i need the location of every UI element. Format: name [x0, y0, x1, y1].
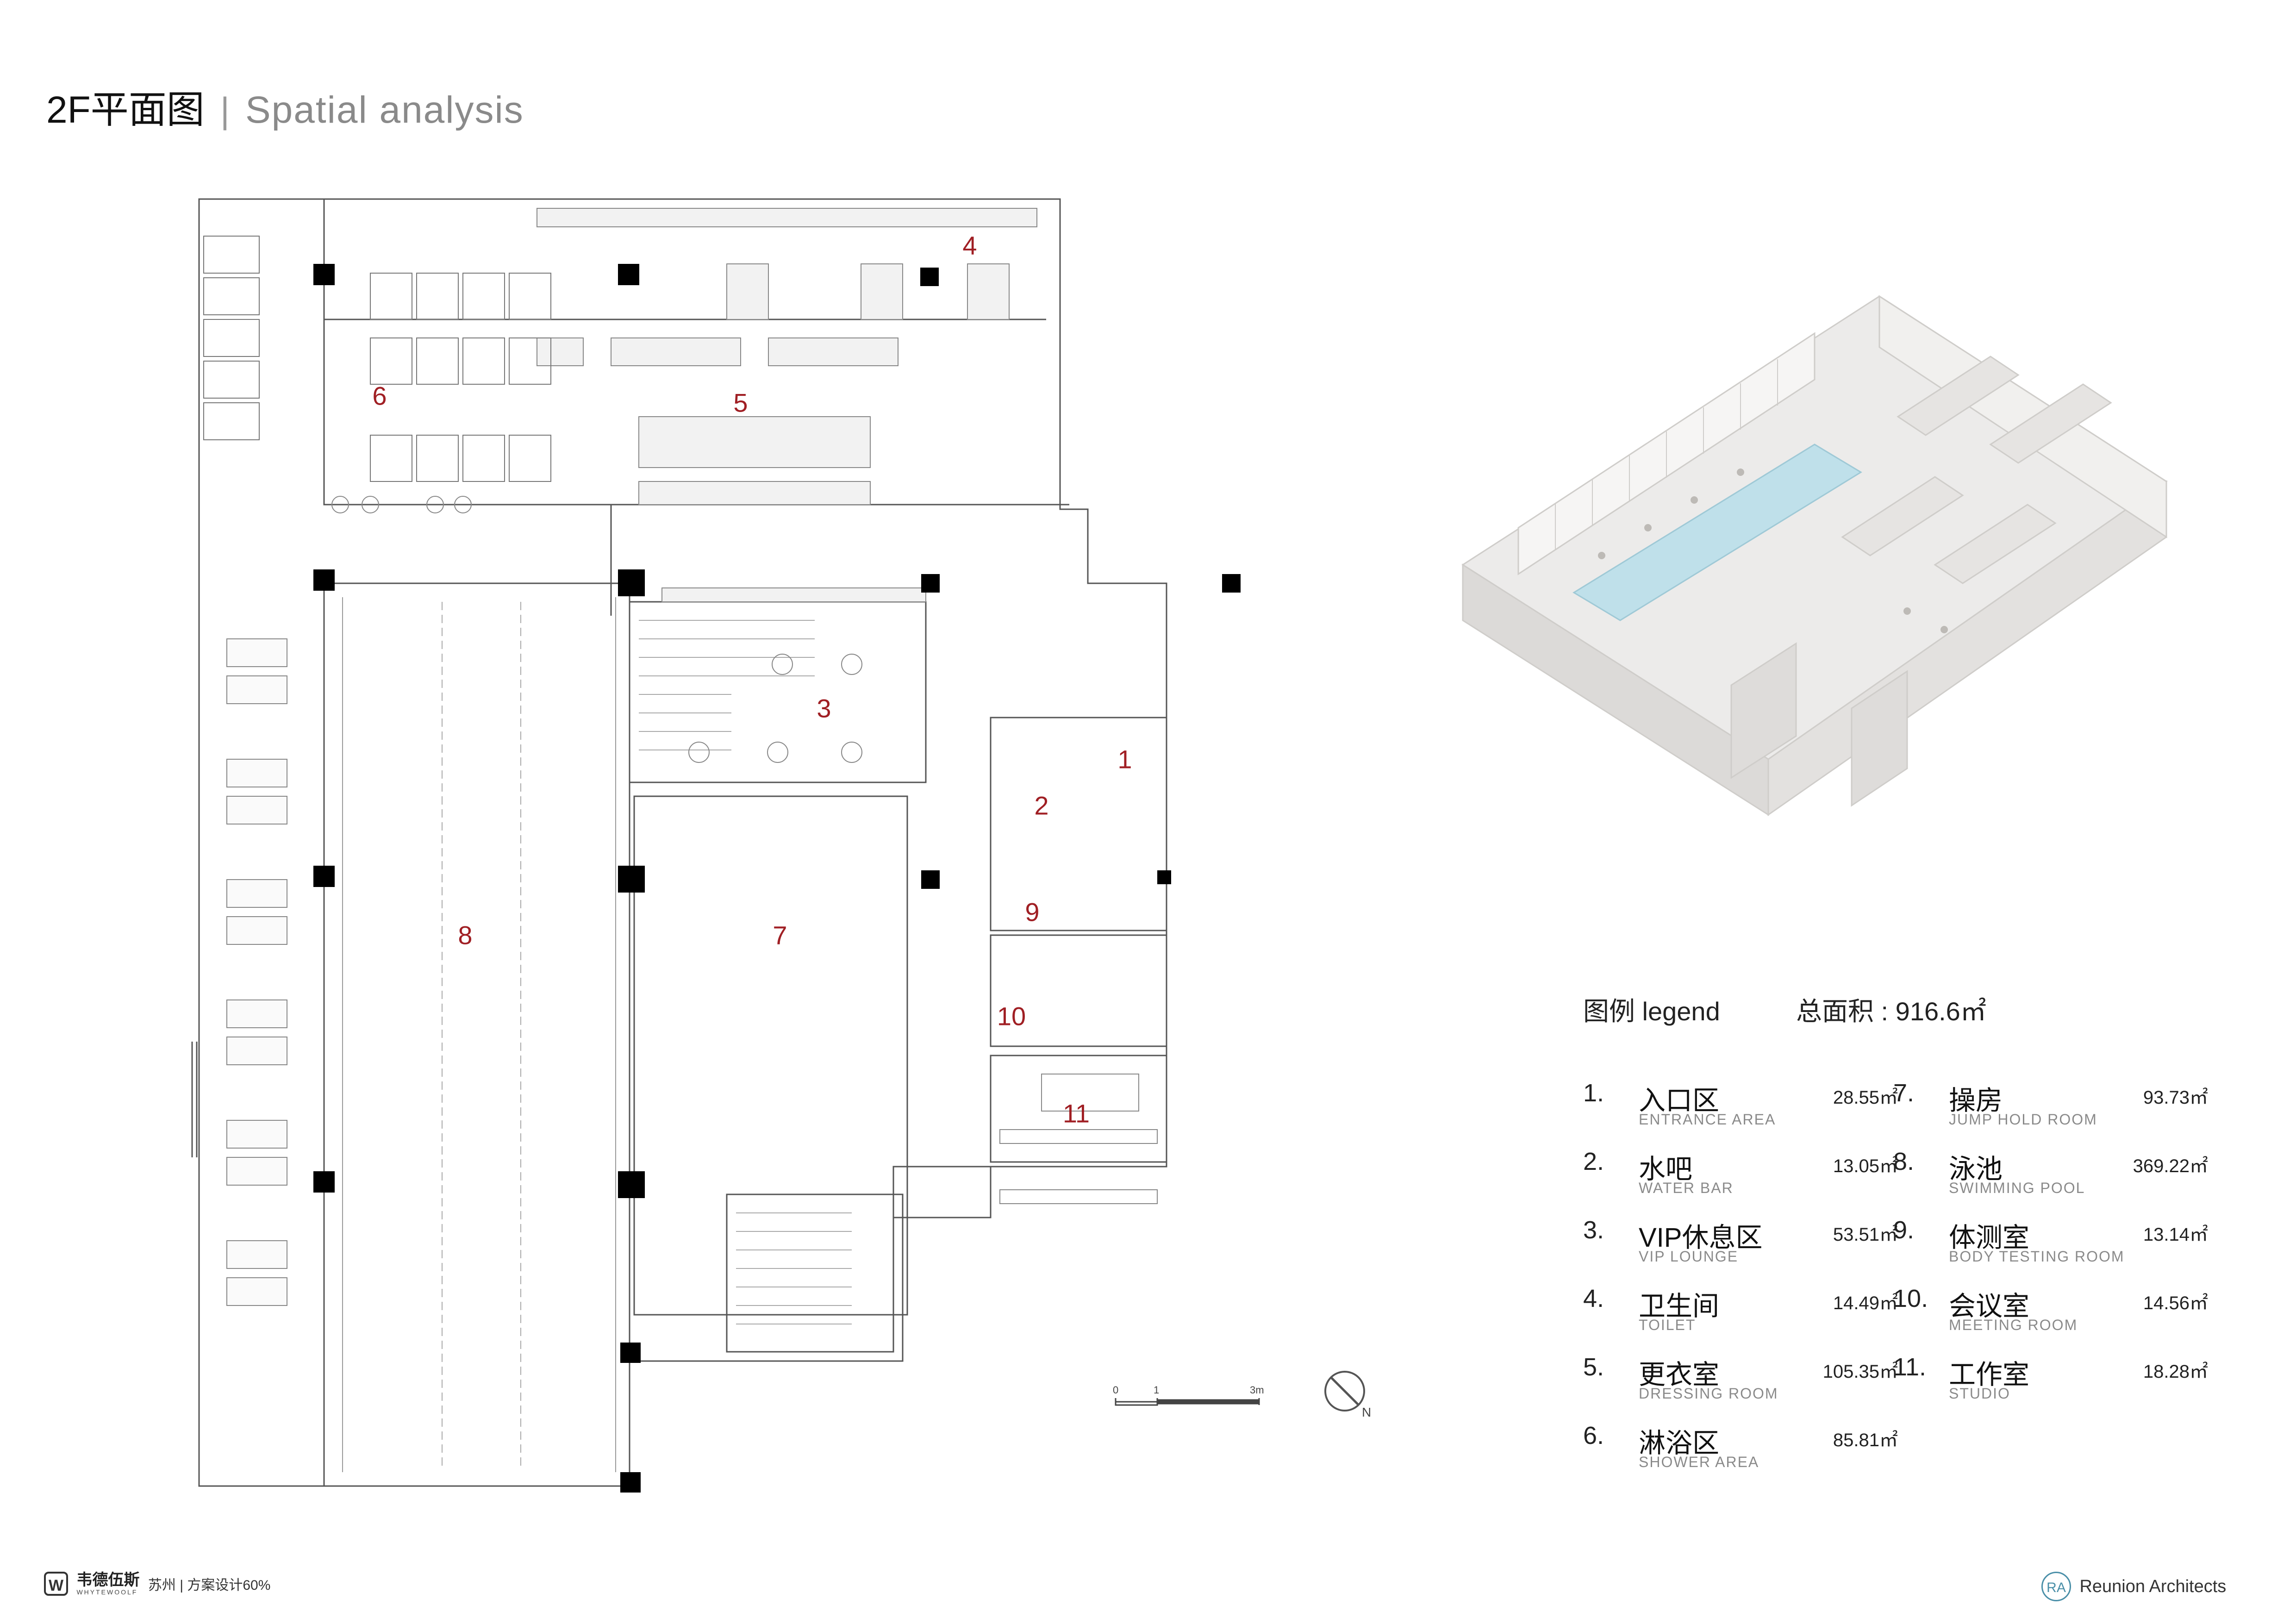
- legend-en: SHOWER AREA: [1639, 1454, 1759, 1470]
- legend-num: 6.: [1583, 1422, 1604, 1449]
- legend-item: 7. 操房 JUMP HOLD ROOM 93.73㎡: [1893, 1079, 2208, 1143]
- axo-pool: [1572, 443, 1862, 621]
- legend-item: 5. 更衣室 DRESSING ROOM 105.35㎡: [1583, 1353, 1898, 1418]
- legend-item: 2. 水吧 WATER BAR 13.05㎡: [1583, 1147, 1898, 1212]
- room-number-8: 8: [458, 920, 473, 950]
- legend-num: 3.: [1583, 1216, 1604, 1244]
- legend-en: JUMP HOLD ROOM: [1949, 1111, 2097, 1128]
- legend-area: 369.22㎡: [2133, 1156, 2208, 1176]
- legend-area: 14.56㎡: [2143, 1293, 2208, 1313]
- legend-area: 28.55㎡: [1833, 1087, 1898, 1108]
- legend-num: 7.: [1893, 1079, 1915, 1107]
- outer-wall: [198, 198, 1167, 1487]
- legend-item: 11. 工作室 STUDIO 18.28㎡: [1893, 1353, 2208, 1418]
- legend-area: 13.14㎡: [2143, 1224, 2208, 1245]
- legend-num: 5.: [1583, 1353, 1604, 1381]
- legend-area: 14.49㎡: [1833, 1293, 1898, 1313]
- scale-label-1: 1: [1154, 1384, 1159, 1396]
- room-number-7: 7: [773, 920, 787, 950]
- brand-cn: 韦德伍斯: [76, 1571, 140, 1589]
- legend-item: 6. 淋浴区 SHOWER AREA 85.81㎡: [1583, 1421, 1898, 1486]
- legend-item: 9. 体测室 BODY TESTING ROOM 13.14㎡: [1893, 1216, 2208, 1280]
- legend-cn: 入口区: [1639, 1086, 1720, 1116]
- legend-cn: 工作室: [1949, 1360, 2030, 1390]
- legend-num: 1.: [1583, 1079, 1604, 1107]
- legend-en: ENTRANCE AREA: [1639, 1111, 1776, 1128]
- brand-name: 韦德伍斯 WHYTEWOOLF: [76, 1572, 139, 1596]
- meeting-wall: [990, 1055, 1167, 1163]
- footer-brand: W 韦德伍斯 WHYTEWOOLF 苏州 | 方案设计60%: [44, 1572, 270, 1596]
- room-number-1: 1: [1117, 744, 1132, 774]
- floor-plan: [191, 198, 1241, 1493]
- legend-en: DRESSING ROOM: [1639, 1385, 1778, 1402]
- legend-area: 18.28㎡: [2143, 1362, 2208, 1382]
- pool-hall-wall: [323, 582, 630, 1487]
- legend-item: 10. 会议室 MEETING ROOM 14.56㎡: [1893, 1284, 2208, 1349]
- brand-en: WHYTEWOOLF: [76, 1588, 138, 1596]
- room-number-10: 10: [997, 1001, 1026, 1031]
- legend-num: 2.: [1583, 1148, 1604, 1175]
- legend-item: 4. 卫生间 TOILET 14.49㎡: [1583, 1284, 1898, 1349]
- legend-area: 93.73㎡: [2143, 1087, 2208, 1108]
- legend-item: 3. VIP休息区 VIP LOUNGE 53.51㎡: [1583, 1216, 1898, 1280]
- legend-cn: VIP休息区: [1639, 1223, 1763, 1253]
- room-number-6: 6: [372, 381, 387, 411]
- legend-en: STUDIO: [1949, 1385, 2010, 1402]
- legend-num: 8.: [1893, 1148, 1915, 1175]
- compass-label: N: [1362, 1405, 1371, 1419]
- north-arrow-icon: N: [1319, 1366, 1384, 1433]
- legend-item: 1. 入口区 ENTRANCE AREA 28.55㎡: [1583, 1079, 1898, 1143]
- page-title: 2F平面图 | Spatial analysis: [46, 79, 524, 134]
- jump-room-wall: [633, 795, 908, 1316]
- footer-company: RA Reunion Architects: [2041, 1572, 2226, 1601]
- water-bar-wall: [990, 717, 1167, 931]
- company-name: Reunion Architects: [2079, 1576, 2227, 1596]
- room-number-4: 4: [962, 231, 977, 260]
- room-number-11: 11: [1062, 1099, 1090, 1128]
- legend-area: 105.35㎡: [1822, 1362, 1898, 1382]
- title-main: 2F平面图: [46, 89, 205, 131]
- title-separator: |: [220, 90, 230, 131]
- legend-num: 9.: [1893, 1216, 1915, 1244]
- legend-cn: 淋浴区: [1639, 1428, 1720, 1458]
- legend-cn: 会议室: [1949, 1291, 2030, 1321]
- axonometric-view: [1461, 295, 2168, 816]
- room-number-2: 2: [1034, 791, 1049, 820]
- legend-num: 11.: [1893, 1353, 1927, 1381]
- legend-area: 85.81㎡: [1833, 1430, 1898, 1450]
- legend-area: 13.05㎡: [1833, 1156, 1898, 1176]
- scale-label-3m: 3m: [1250, 1384, 1264, 1396]
- legend-num: 4.: [1583, 1285, 1604, 1312]
- legend-en: SWIMMING POOL: [1949, 1180, 2085, 1196]
- legend-cn: 泳池: [1949, 1154, 2003, 1184]
- legend-en: MEETING ROOM: [1949, 1317, 2078, 1333]
- legend-cn: 操房: [1949, 1086, 2003, 1116]
- company-logo-icon: RA: [2041, 1572, 2071, 1601]
- legend-total-area: 总面积 : 916.6㎡: [1796, 997, 1986, 1026]
- legend-cn: 水吧: [1639, 1154, 1693, 1184]
- legend-en: TOILET: [1639, 1317, 1696, 1333]
- legend-cn: 卫生间: [1639, 1291, 1720, 1321]
- legend-en: VIP LOUNGE: [1639, 1248, 1739, 1265]
- room-number-3: 3: [817, 693, 831, 723]
- legend-item: 8. 泳池 SWIMMING POOL 369.22㎡: [1893, 1147, 2208, 1212]
- studio-wall: [893, 1167, 992, 1218]
- stair-wall: [630, 601, 927, 783]
- legend-cn: 更衣室: [1639, 1360, 1720, 1390]
- room-number-9: 9: [1025, 897, 1040, 927]
- lower-stair-wall: [726, 1193, 894, 1353]
- scale-label-0: 0: [1113, 1384, 1118, 1396]
- project-info: 苏州 | 方案设计60%: [148, 1578, 271, 1593]
- room-number-5: 5: [733, 388, 748, 418]
- legend-en: WATER BAR: [1639, 1180, 1734, 1196]
- legend-en: BODY TESTING ROOM: [1949, 1248, 2125, 1265]
- scale-bar: 0 1 3m: [1111, 1380, 1264, 1414]
- legend-title: 图例 legend: [1583, 997, 1720, 1026]
- body-test-wall: [990, 934, 1167, 1047]
- brand-logo-icon: W: [44, 1572, 68, 1596]
- legend-area: 53.51㎡: [1833, 1224, 1898, 1245]
- legend-num: 10.: [1893, 1285, 1928, 1312]
- legend-cn: 体测室: [1949, 1223, 2030, 1253]
- title-subtitle: Spatial analysis: [245, 89, 524, 131]
